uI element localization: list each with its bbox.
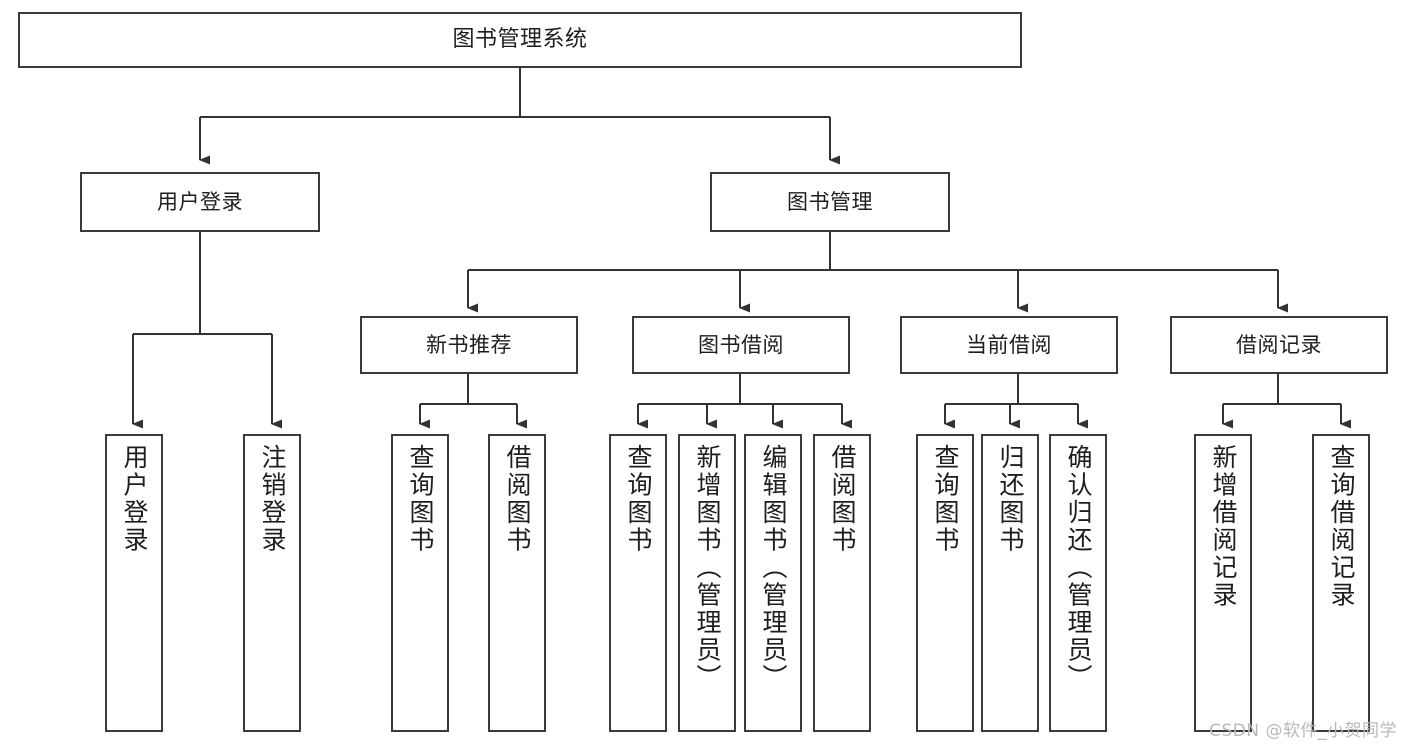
node-new-book-recommend[interactable]: 新书推荐 (360, 316, 578, 374)
node-label: 用户登录 (157, 189, 243, 214)
node-label: 用户登录 (120, 444, 149, 554)
node-leaf-query-borrow-record[interactable]: 查询借阅记录 (1312, 434, 1370, 732)
node-leaf-logout-login[interactable]: 注销登录 (243, 434, 301, 732)
node-label: 归还图书 (996, 444, 1025, 554)
node-current-borrow[interactable]: 当前借阅 (900, 316, 1118, 374)
node-label: 图书管理系统 (452, 27, 588, 53)
node-borrow-record[interactable]: 借阅记录 (1170, 316, 1388, 374)
node-label: 新增借阅记录 (1209, 444, 1238, 609)
node-label: 注销登录 (258, 444, 287, 554)
node-label: 借阅图书 (828, 444, 857, 554)
node-label: 新书推荐 (426, 332, 512, 357)
node-label: 图书借阅 (698, 332, 784, 357)
node-label: 查询图书 (931, 444, 960, 554)
node-label: 借阅记录 (1236, 332, 1322, 357)
node-leaf-query-book-recommend[interactable]: 查询图书 (391, 434, 449, 732)
node-label: 图书管理 (787, 189, 873, 214)
node-leaf-return-book[interactable]: 归还图书 (981, 434, 1039, 732)
node-leaf-query-book-current[interactable]: 查询图书 (916, 434, 974, 732)
node-leaf-borrow-book[interactable]: 借阅图书 (813, 434, 871, 732)
node-book-borrow[interactable]: 图书借阅 (632, 316, 850, 374)
node-leaf-add-borrow-record[interactable]: 新增借阅记录 (1194, 434, 1252, 732)
node-label: 当前借阅 (966, 332, 1052, 357)
node-label: 查询图书 (624, 444, 653, 554)
node-leaf-confirm-return-admin[interactable]: 确认归还（管理员） (1049, 434, 1107, 732)
node-leaf-add-book-admin[interactable]: 新增图书（管理员） (678, 434, 736, 732)
node-label: 查询借阅记录 (1327, 444, 1356, 609)
node-root-book-management-system[interactable]: 图书管理系统 (18, 12, 1022, 68)
node-label: 编辑图书（管理员） (759, 444, 788, 692)
node-label: 确认归还（管理员） (1064, 444, 1093, 692)
node-book-management[interactable]: 图书管理 (710, 172, 950, 232)
node-leaf-edit-book-admin[interactable]: 编辑图书（管理员） (744, 434, 802, 732)
node-label: 查询图书 (406, 444, 435, 554)
node-label: 借阅图书 (503, 444, 532, 554)
node-user-login[interactable]: 用户登录 (80, 172, 320, 232)
node-label: 新增图书（管理员） (693, 444, 722, 692)
node-leaf-user-login[interactable]: 用户登录 (105, 434, 163, 732)
node-leaf-borrow-book-recommend[interactable]: 借阅图书 (488, 434, 546, 732)
node-leaf-query-book-borrow[interactable]: 查询图书 (609, 434, 667, 732)
csdn-watermark: CSDN @软件_小贺同学 (1209, 721, 1397, 741)
